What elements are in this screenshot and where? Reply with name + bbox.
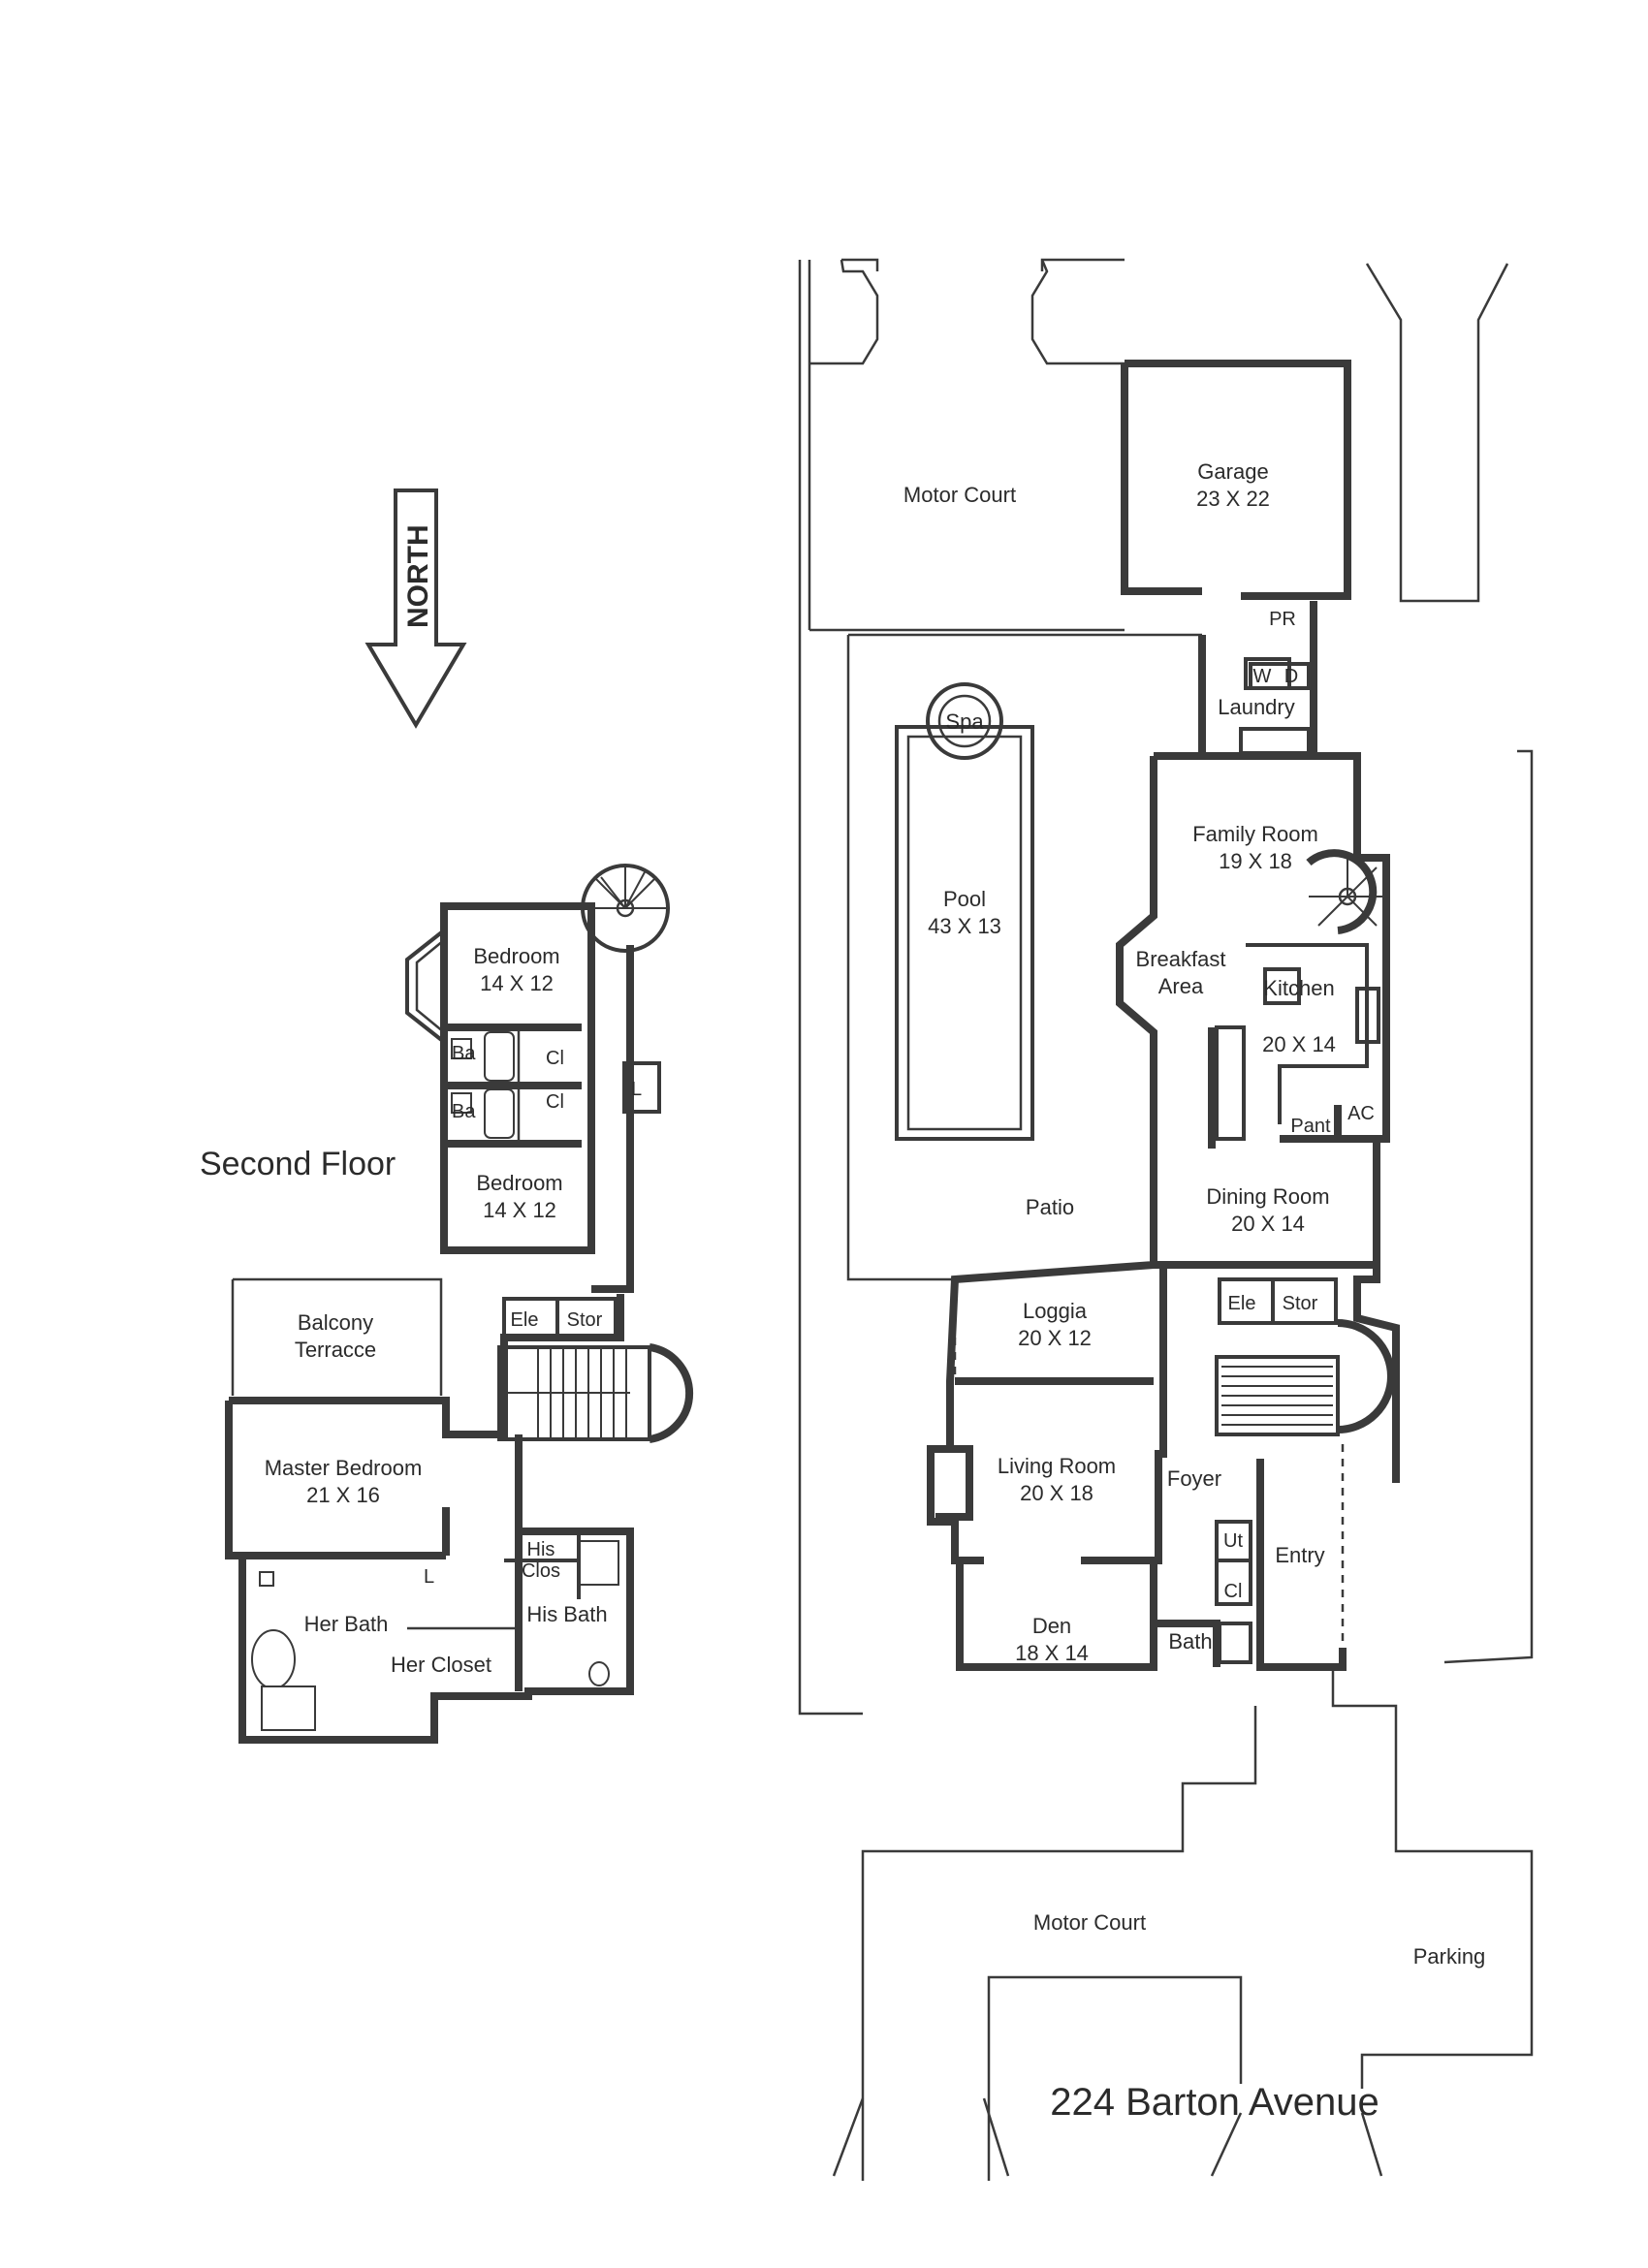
- north-label: NORTH: [402, 524, 434, 628]
- den-size: 18 X 14: [1015, 1641, 1089, 1665]
- her-closet-label: Her Closet: [391, 1653, 491, 1677]
- balcony-label: Balcony: [298, 1310, 373, 1335]
- elevator-label: Ele: [1228, 1293, 1256, 1314]
- dining-room-size: 20 X 14: [1231, 1212, 1305, 1236]
- bath-label: Bath: [1168, 1629, 1212, 1654]
- motor-court-label: Motor Court: [1033, 1910, 1146, 1935]
- his-closet-label: Clos: [522, 1560, 560, 1582]
- loggia-label: Loggia: [1023, 1299, 1088, 1323]
- second-floor-plan: Second Floor: [200, 864, 694, 1744]
- foyer-label: Foyer: [1167, 1466, 1221, 1491]
- pool-label: Pool: [943, 887, 986, 911]
- den-label: Den: [1032, 1614, 1071, 1638]
- his-closet-label: His: [527, 1539, 555, 1560]
- garage-label: Garage: [1197, 459, 1268, 484]
- pantry-label: Pant: [1290, 1116, 1331, 1137]
- entry-label: Entry: [1275, 1543, 1324, 1567]
- dining-room-label: Dining Room: [1206, 1184, 1329, 1209]
- kitchen-size: 20 X 14: [1262, 1032, 1336, 1056]
- utility-label: Ut: [1223, 1530, 1243, 1552]
- closet-label: Cl: [546, 1091, 564, 1113]
- garage-size: 23 X 22: [1196, 487, 1270, 511]
- second-floor-title: Second Floor: [200, 1146, 396, 1182]
- patio-label: Patio: [1026, 1195, 1074, 1219]
- storage-label: Stor: [567, 1309, 603, 1331]
- bedroom-label: Bedroom: [476, 1171, 562, 1195]
- storage-label: Stor: [1283, 1293, 1318, 1314]
- balcony-label: Terracce: [295, 1338, 376, 1362]
- powder-room-label: PR: [1269, 609, 1296, 630]
- pool-size: 43 X 13: [928, 914, 1001, 938]
- family-room-size: 19 X 18: [1219, 849, 1292, 873]
- address-title: 224 Barton Avenue: [1050, 2081, 1379, 2124]
- her-bath-label: Her Bath: [304, 1612, 389, 1636]
- laundry-label: Laundry: [1218, 695, 1295, 719]
- bath-label: Ba: [452, 1043, 476, 1064]
- linen-label: L: [424, 1566, 434, 1588]
- bath-label: Ba: [452, 1101, 476, 1122]
- bedroom-size: 14 X 12: [483, 1198, 556, 1222]
- living-room-size: 20 X 18: [1020, 1481, 1093, 1505]
- closet-label: Cl: [1224, 1581, 1243, 1602]
- breakfast-area-label: Area: [1158, 974, 1204, 998]
- breakfast-area-label: Breakfast: [1136, 947, 1226, 971]
- family-room-label: Family Room: [1192, 822, 1318, 846]
- closet-label: Cl: [546, 1048, 564, 1069]
- dryer-label: D: [1284, 666, 1298, 687]
- master-bedroom-label: Master Bedroom: [265, 1456, 423, 1480]
- bedroom-label: Bedroom: [473, 944, 559, 968]
- first-floor-plan: Motor Court Garage 23 X 22 PR W D Laundr…: [798, 258, 1534, 2181]
- master-bedroom-size: 21 X 16: [306, 1483, 380, 1507]
- kitchen-label: Kitchen: [1263, 976, 1334, 1000]
- loggia-size: 20 X 12: [1018, 1326, 1092, 1350]
- motor-court-label: Motor Court: [903, 483, 1016, 507]
- spa-label: Spa: [945, 709, 984, 734]
- bedroom-size: 14 X 12: [480, 971, 554, 995]
- his-bath-label: His Bath: [526, 1602, 607, 1626]
- north-arrow: NORTH: [364, 488, 467, 729]
- living-room-label: Living Room: [998, 1454, 1116, 1478]
- ac-label: AC: [1347, 1103, 1375, 1124]
- elevator-label: Ele: [511, 1309, 539, 1331]
- linen-label: L: [631, 1079, 642, 1100]
- washer-label: W: [1253, 666, 1272, 687]
- parking-label: Parking: [1413, 1944, 1486, 1969]
